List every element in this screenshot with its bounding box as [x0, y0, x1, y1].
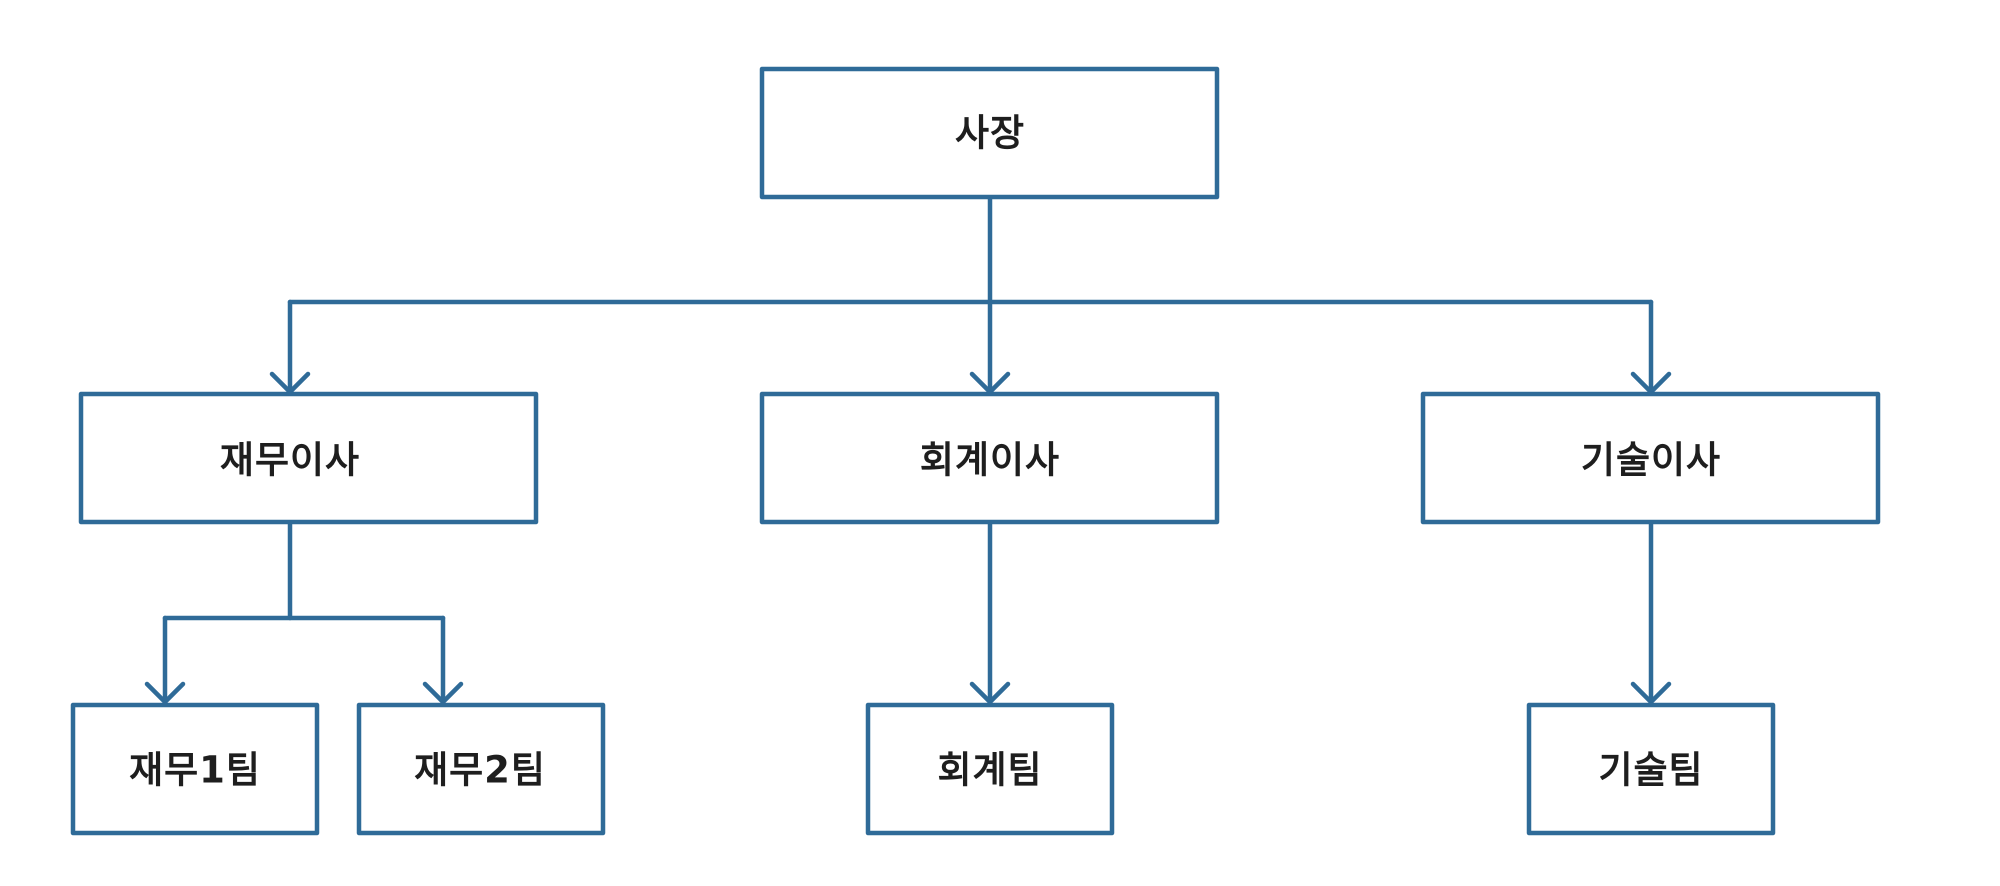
node-label-finance-team-1: 재무1팀	[129, 749, 261, 792]
arrowhead-finance-team-1	[144, 681, 186, 705]
node-cao: 회계이사	[759, 391, 1220, 525]
node-box-tech-team	[1526, 702, 1776, 836]
node-box-accounting-team	[865, 702, 1115, 836]
node-finance-team-1: 재무1팀	[70, 702, 320, 836]
arrowhead-finance-team-2	[422, 681, 464, 705]
node-box-finance-team-2	[356, 702, 606, 836]
node-box-finance-team-1	[70, 702, 320, 836]
node-tech-team: 기술팀	[1526, 702, 1776, 836]
node-label-cto: 기술이사	[1581, 439, 1721, 482]
node-box-cto	[1420, 391, 1881, 525]
node-label-accounting-team: 회계팀	[937, 749, 1042, 792]
connectors	[162, 194, 1654, 703]
node-finance-team-2: 재무2팀	[356, 702, 606, 836]
node-cfo: 재무이사	[78, 391, 539, 525]
node-label-cfo: 재무이사	[220, 439, 360, 482]
arrowhead-tech-team	[1630, 681, 1672, 705]
node-label-cao: 회계이사	[920, 439, 1060, 482]
node-label-ceo: 사장	[955, 112, 1025, 155]
node-box-ceo	[759, 66, 1220, 200]
node-accounting-team: 회계팀	[865, 702, 1115, 836]
arrowhead-accounting-team	[969, 681, 1011, 705]
node-cto: 기술이사	[1420, 391, 1881, 525]
node-label-tech-team: 기술팀	[1598, 749, 1703, 792]
node-label-finance-team-2: 재무2팀	[414, 749, 546, 792]
node-ceo: 사장	[759, 66, 1220, 200]
node-box-cao	[759, 391, 1220, 525]
node-box-cfo	[78, 391, 539, 525]
